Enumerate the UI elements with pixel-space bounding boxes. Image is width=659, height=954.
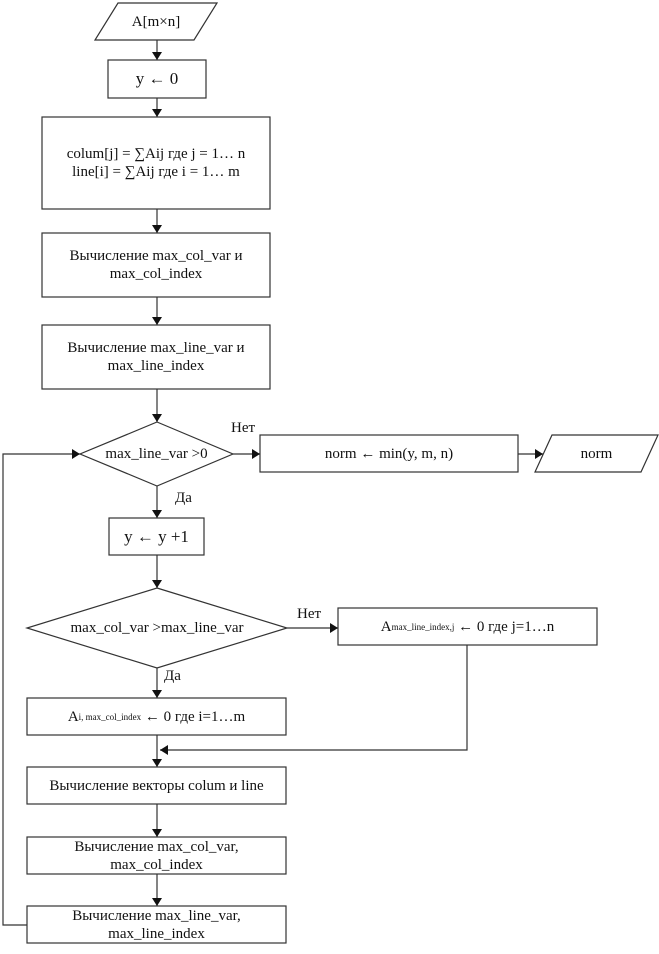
zero-row-base: A: [380, 618, 392, 635]
init-y-box: [107, 59, 207, 99]
recalc-vectors-label: Вычисление векторы colum и line: [49, 777, 264, 794]
zero-col-sub: i, max_col_index: [78, 711, 142, 722]
sums-line1: colum[j] = ∑Aij где j = 1… n: [66, 146, 246, 162]
calc-col-label: Вычисление max_col_var и max_col_index: [42, 233, 270, 297]
calc-col-line2: max_col_index: [109, 266, 203, 282]
inc-y-box: [108, 517, 205, 556]
sums-box: [41, 116, 271, 210]
cond1-yes-label: Да: [175, 490, 192, 506]
zero-row-sub: max_line_index,j: [391, 621, 455, 632]
inc-y-label: y ← y +1: [124, 526, 189, 546]
cond2-yes-label: Да: [164, 668, 181, 684]
arrowheads: [72, 52, 543, 906]
calc-col-line1: Вычисление max_col_var и: [69, 248, 243, 264]
input-parallelogram: [93, 2, 219, 41]
zero-col-base: A: [67, 708, 79, 725]
calc-line-label: Вычисление max_line_var и max_line_index: [42, 325, 270, 389]
norm-calc-label: norm ← min(y, m, n): [324, 445, 454, 462]
recalc-col-box: [26, 836, 287, 875]
calc-line-line1: Вычисление max_line_var и: [67, 340, 245, 356]
recalc-vectors-box: [26, 766, 287, 805]
zero-row-box: [337, 607, 598, 646]
cond1-label: max_line_var >0: [105, 446, 208, 462]
recalc-col-label: Вычисление max_col_var, max_col_index: [27, 837, 286, 874]
sums-line2: line[i] = ∑Aij где i = 1… m: [72, 164, 240, 180]
recalc-col-line1: Вычисление max_col_var,: [74, 838, 239, 855]
recalc-line-label: Вычисление max_line_var, max_line_index: [27, 906, 286, 943]
recalc-col-line2: max_col_index: [110, 856, 203, 873]
zero-col-rest: ← 0 где i=1…m: [141, 708, 246, 725]
cond2-label: max_col_var >max_line_var: [70, 620, 244, 636]
cond2-no-label: Нет: [297, 606, 322, 622]
calc-line-line2: max_line_index: [107, 358, 205, 374]
calc-col-box: [41, 232, 271, 298]
output-parallelogram: [534, 434, 659, 473]
init-y-label: y ← 0: [135, 69, 179, 88]
cond1-no-label: Нет: [231, 420, 256, 436]
input-label: A[m×n]: [131, 13, 181, 30]
output-label: norm: [580, 445, 613, 462]
recalc-line-line2: max_line_index: [108, 925, 205, 942]
zero-row-rest: ← 0 где j=1…n: [454, 618, 555, 635]
recalc-line-box: [26, 905, 287, 944]
norm-calc-box: [259, 434, 519, 473]
sums-label: colum[j] = ∑Aij где j = 1… n line[i] = ∑…: [42, 117, 270, 209]
calc-line-box: [41, 324, 271, 390]
recalc-line-line1: Вычисление max_line_var,: [72, 907, 241, 924]
